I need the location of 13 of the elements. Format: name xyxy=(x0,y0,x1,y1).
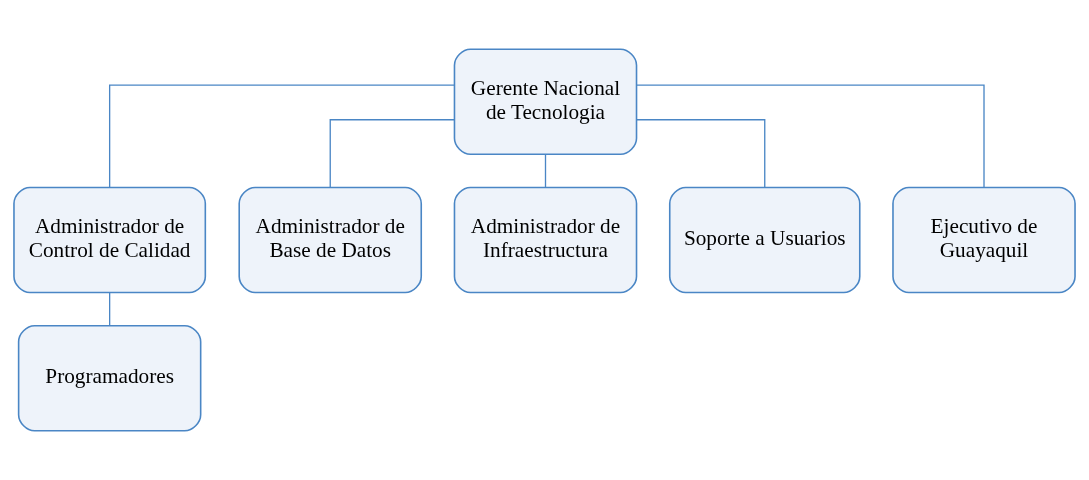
node-box: Gerente Nacional de Tecnologia xyxy=(453,48,638,156)
node-box: Programadores xyxy=(17,324,202,432)
node-box: Administrador de Control de Calidad xyxy=(13,186,207,294)
node-box: Administrador de Infraestructura xyxy=(453,186,638,294)
node-box: Ejecutivo de Guayaquil xyxy=(892,186,1076,294)
connector xyxy=(109,84,455,188)
connector xyxy=(635,119,766,188)
connector xyxy=(109,291,111,327)
node-box: Administrador de Base de Datos xyxy=(238,186,423,294)
node-box: Soporte a Usuarios xyxy=(668,186,861,294)
connector xyxy=(636,84,985,188)
connector xyxy=(329,119,455,188)
connector xyxy=(544,153,547,189)
